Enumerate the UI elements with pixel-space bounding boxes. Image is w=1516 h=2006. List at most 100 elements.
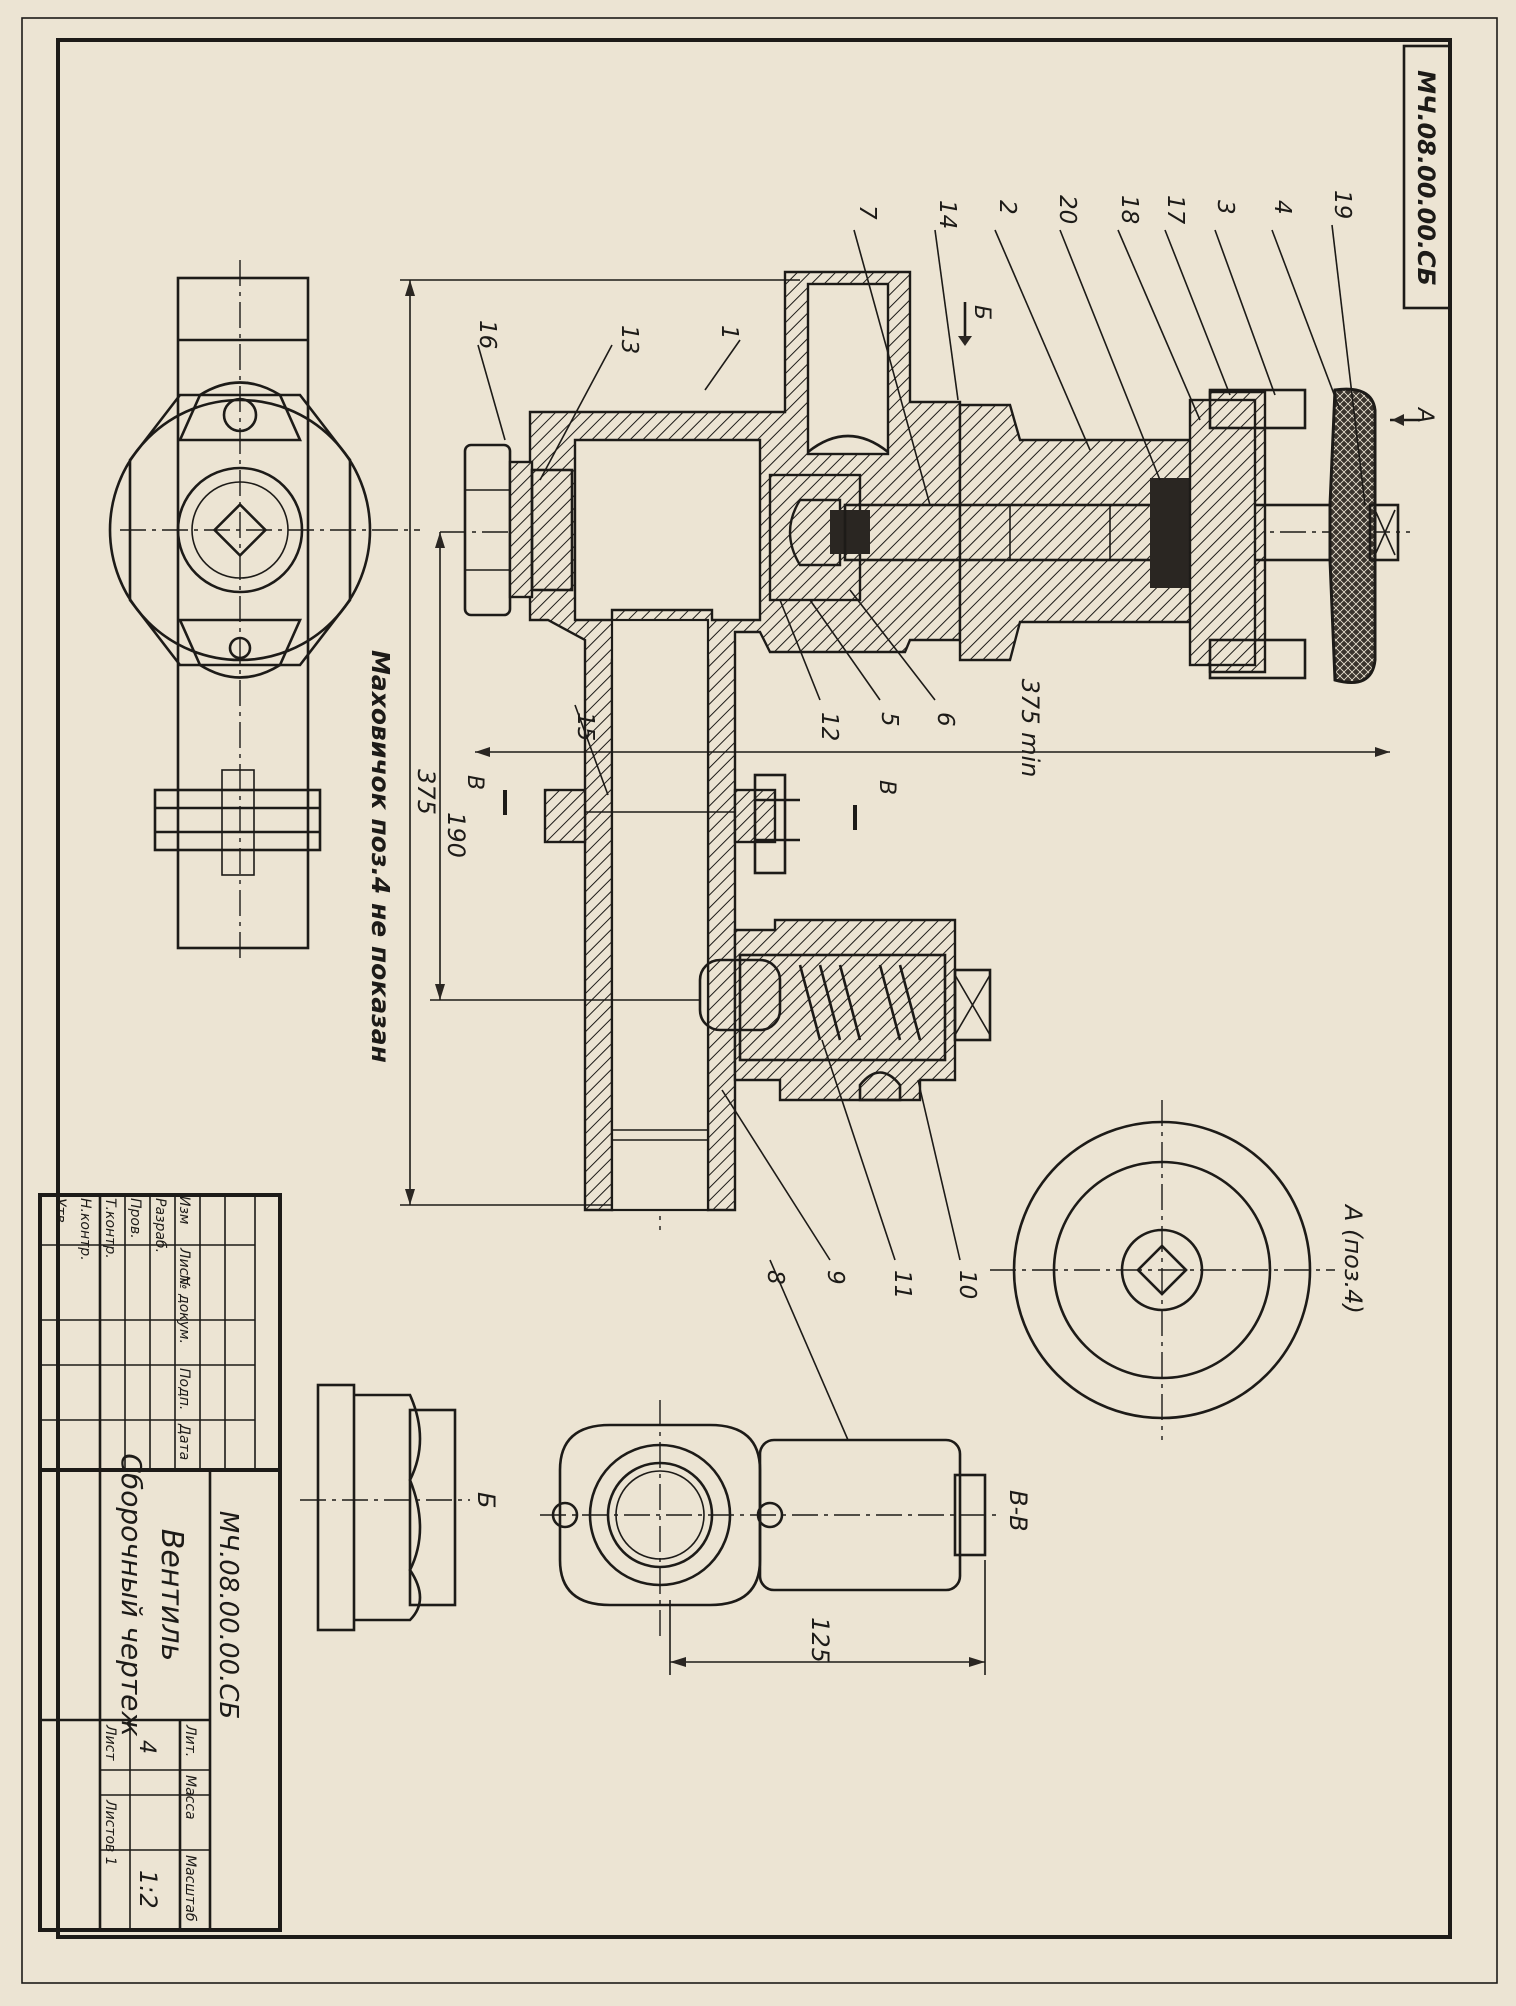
main-section-view: А Б В В bbox=[440, 270, 1437, 1230]
callout-17: 17 bbox=[1162, 195, 1231, 396]
callout-8: 8 bbox=[762, 1259, 849, 1441]
svg-text:Подп.: Подп. bbox=[176, 1368, 192, 1410]
svg-text:Лист: Лист bbox=[176, 1247, 192, 1284]
svg-text:12: 12 bbox=[816, 712, 842, 741]
title-block-designation: МЧ.08.00.00.СБ bbox=[213, 1511, 243, 1720]
handwheel-note: Маховичок поз.4 не показан bbox=[366, 650, 395, 1063]
handwheel bbox=[1328, 387, 1377, 684]
svg-text:Дата: Дата bbox=[176, 1423, 192, 1460]
title-block-name: Вентиль bbox=[154, 1529, 189, 1661]
svg-text:9: 9 bbox=[822, 1270, 848, 1285]
svg-text:В: В bbox=[874, 780, 899, 795]
svg-text:Т.контр.: Т.контр. bbox=[102, 1198, 118, 1259]
title-block-scale: 1:2 bbox=[134, 1870, 162, 1909]
view-a-handwheel: А (поз.4) bbox=[990, 1100, 1367, 1440]
svg-text:8: 8 bbox=[762, 1270, 788, 1285]
gland-packing bbox=[1150, 478, 1190, 588]
callout-19: 19 bbox=[1329, 190, 1366, 506]
svg-text:Листов 1: Листов 1 bbox=[102, 1799, 118, 1866]
view-b-arrow: Б bbox=[958, 302, 994, 346]
svg-text:11: 11 bbox=[889, 1270, 915, 1299]
section-bb-view: В-В bbox=[540, 1400, 1032, 1640]
svg-text:Масштаб: Масштаб bbox=[182, 1855, 198, 1922]
callout-3: 3 bbox=[1212, 200, 1276, 396]
view-b: Б bbox=[300, 1383, 500, 1632]
svg-text:Утв.: Утв. bbox=[52, 1198, 68, 1227]
svg-text:Изм: Изм bbox=[176, 1196, 192, 1225]
gland-bolt-top bbox=[1208, 388, 1307, 430]
callout-16: 16 bbox=[474, 320, 506, 441]
callout-1: 1 bbox=[704, 325, 742, 391]
svg-text:190: 190 bbox=[442, 812, 470, 858]
view-b-label: Б bbox=[472, 1492, 500, 1508]
svg-text:18: 18 bbox=[1116, 195, 1142, 224]
gland-bolt-bottom bbox=[1208, 638, 1307, 680]
outer-frame bbox=[21, 17, 1498, 1984]
svg-text:1: 1 bbox=[716, 325, 742, 340]
svg-text:Масса: Масса bbox=[182, 1775, 198, 1820]
end-plug bbox=[463, 443, 574, 617]
svg-text:№ докум.: № докум. bbox=[176, 1274, 192, 1344]
drawing-number-stamp: МЧ.08.00.00.СБ bbox=[1402, 44, 1452, 310]
callout-13: 13 bbox=[539, 325, 642, 481]
callout-7: 7 bbox=[853, 205, 931, 506]
view-a-arrow: А bbox=[1390, 406, 1437, 426]
svg-text:2: 2 bbox=[994, 200, 1020, 215]
svg-text:17: 17 bbox=[1162, 195, 1188, 225]
svg-text:4: 4 bbox=[1269, 200, 1295, 215]
svg-text:14: 14 bbox=[934, 200, 960, 229]
svg-text:375: 375 bbox=[412, 769, 440, 815]
title-block: Изм Лист № докум. Подп. Дата Разраб. Про… bbox=[38, 1193, 282, 1932]
svg-text:125: 125 bbox=[806, 1617, 834, 1663]
section-bb-label: В-В bbox=[1004, 1490, 1032, 1532]
svg-text:7: 7 bbox=[854, 205, 880, 220]
svg-text:20: 20 bbox=[1054, 195, 1080, 224]
svg-text:16: 16 bbox=[474, 320, 500, 349]
callout-18: 18 bbox=[1116, 195, 1201, 421]
title-block-doc-type: Сборочный чертеж bbox=[115, 1453, 148, 1736]
section-bb-marks: В В bbox=[462, 775, 899, 830]
svg-text:6: 6 bbox=[932, 712, 958, 727]
callout-15: 15 bbox=[572, 704, 609, 796]
inner-frame bbox=[56, 38, 1452, 1939]
svg-text:Лист: Лист bbox=[102, 1724, 118, 1761]
svg-text:Б: Б bbox=[969, 305, 994, 320]
callout-2: 2 bbox=[994, 200, 1091, 451]
callout-11: 11 bbox=[821, 1039, 915, 1299]
svg-text:В: В bbox=[462, 775, 487, 790]
pipe-bore bbox=[610, 618, 710, 1212]
callout-14: 14 bbox=[934, 200, 960, 401]
body-cavity bbox=[573, 438, 762, 622]
check-valve-branch bbox=[698, 918, 992, 1102]
title-block-mass: 4 bbox=[134, 1740, 159, 1754]
svg-text:375 min: 375 min bbox=[1016, 679, 1044, 778]
callout-9: 9 bbox=[721, 1089, 848, 1285]
view-a-label: А (поз.4) bbox=[1339, 1203, 1367, 1314]
svg-text:15: 15 bbox=[572, 712, 598, 741]
svg-text:3: 3 bbox=[1212, 200, 1238, 215]
svg-text:19: 19 bbox=[1329, 190, 1355, 219]
svg-text:Разраб.: Разраб. bbox=[152, 1198, 168, 1253]
dimension-375: 375 bbox=[400, 279, 800, 1206]
handwheel-nut bbox=[1368, 503, 1400, 562]
pipe-flange-joint bbox=[543, 773, 800, 875]
inlet-bore bbox=[806, 282, 890, 456]
callout-6: 6 bbox=[849, 589, 958, 727]
valve-disc bbox=[768, 473, 870, 602]
svg-text:Пров.: Пров. bbox=[127, 1198, 143, 1239]
svg-text:Н.контр.: Н.контр. bbox=[77, 1198, 93, 1261]
svg-text:5: 5 bbox=[876, 712, 902, 727]
callout-10: 10 bbox=[917, 1079, 980, 1299]
seat-curve bbox=[807, 434, 889, 454]
svg-text:Лит.: Лит. bbox=[182, 1724, 198, 1757]
callout-5: 5 bbox=[809, 599, 902, 727]
callout-4: 4 bbox=[1269, 200, 1341, 411]
callout-20: 20 bbox=[1054, 195, 1161, 481]
dimension-375-min: 375 min bbox=[475, 679, 1390, 778]
svg-text:13: 13 bbox=[616, 325, 642, 354]
svg-text:А: А bbox=[1412, 406, 1437, 423]
drawing-number-top-text: МЧ.08.00.00.СБ bbox=[1412, 70, 1440, 286]
dimension-190: 190 bbox=[430, 532, 700, 1001]
gland-nut bbox=[1188, 398, 1257, 667]
